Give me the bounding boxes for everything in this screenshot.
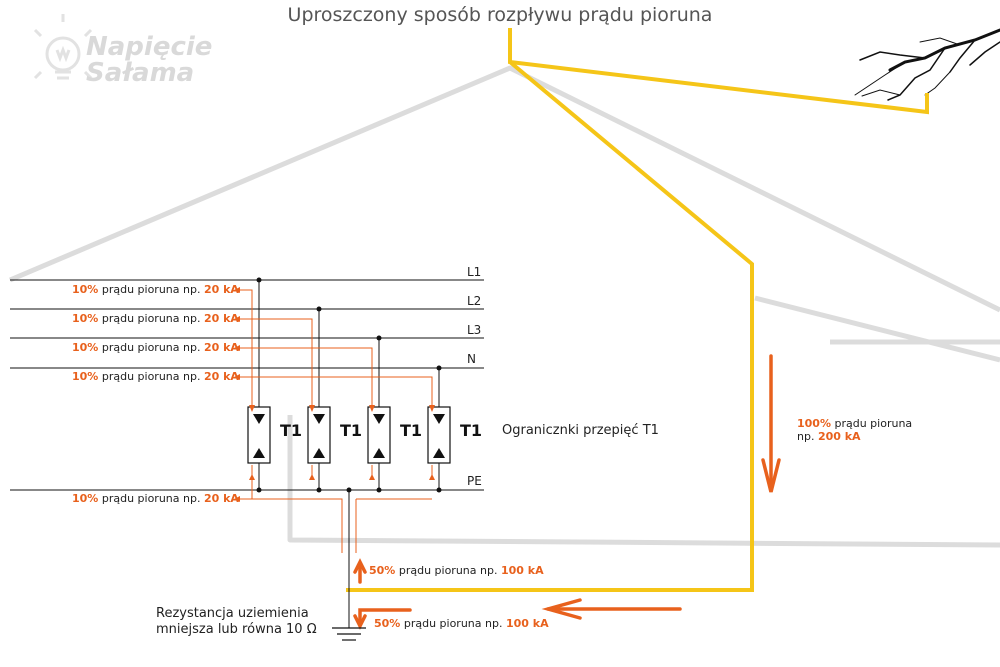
branch-text: prądu pioruna np. (98, 283, 204, 296)
branch-pct: 10% (72, 341, 99, 354)
main-current-arrows (353, 354, 781, 630)
supply-lines (10, 279, 484, 491)
line-label-l2: L2 (467, 294, 482, 308)
branch-label-l2: 10% prądu pioruna np. 20 kA (72, 312, 239, 325)
arrester-label-n: T1 (460, 421, 483, 440)
total-prefix: np. (797, 430, 818, 443)
arrester-l1 (247, 406, 271, 464)
line-label-l1: L1 (467, 265, 482, 279)
half-up-pct: 50% (369, 564, 396, 577)
logo-line1: Napięcie (86, 32, 213, 62)
half-down-text: prądu pioruna np. (400, 617, 506, 630)
arrester-label-l3: T1 (400, 421, 423, 440)
branch-pct: 10% (72, 312, 99, 325)
branch-text: prądu pioruna np. (98, 341, 204, 354)
branch-label-l1: 10% prądu pioruna np. 20 kA (72, 283, 239, 296)
branch-text: prądu pioruna np. (98, 492, 204, 505)
arrester-l3 (367, 406, 391, 464)
arrester-l2 (307, 406, 331, 464)
arrester-note: Ogranicznki przepięć T1 (502, 423, 659, 438)
half-current-down-label: 50% prądu pioruna np. 100 kA (374, 617, 549, 630)
line-label-pe: PE (467, 474, 482, 488)
logo-watermark: Napięcie Sałama (86, 34, 212, 86)
junction-dots (256, 277, 442, 493)
half-down-pct: 50% (374, 617, 401, 630)
half-down-val: 100 kA (505, 617, 549, 630)
house-outline (9, 65, 1000, 548)
arrester-drops (258, 280, 440, 628)
branch-val: 20 kA (203, 312, 239, 325)
branch-label-pe: 10% prądu pioruna np. 20 kA (72, 492, 239, 505)
lightning-bolt-icon (854, 28, 1000, 101)
diagram-title: Uproszczony sposób rozpływu prądu piorun… (287, 4, 713, 26)
arrester-label-l2: T1 (340, 421, 363, 440)
branch-val: 20 kA (203, 341, 239, 354)
total-val: 200 kA (817, 430, 861, 443)
total-text: prądu pioruna (830, 417, 913, 430)
branch-pct: 10% (72, 283, 99, 296)
branch-label-n: 10% prądu pioruna np. 20 kA (72, 370, 239, 383)
earth-ground-icon (332, 627, 366, 641)
half-up-val: 100 kA (500, 564, 544, 577)
half-current-up-label: 50% prądu pioruna np. 100 kA (369, 564, 544, 577)
branch-label-l3: 10% prądu pioruna np. 20 kA (72, 341, 239, 354)
line-label-n: N (467, 352, 476, 366)
logo-bulb-icon (33, 14, 93, 80)
branch-text: prądu pioruna np. (98, 312, 204, 325)
branch-val: 20 kA (203, 370, 239, 383)
arrester-label-l1: T1 (280, 421, 303, 440)
branch-arrowheads (234, 287, 435, 502)
logo-line2: Sałama (86, 58, 195, 88)
branch-pct: 10% (72, 370, 99, 383)
lightning-current-path (346, 28, 929, 592)
earth-note-line2: mniejsza lub równa 10 Ω (156, 622, 317, 637)
branch-val: 20 kA (203, 283, 239, 296)
branch-val: 20 kA (203, 492, 239, 505)
earth-note-line1: Rezystancja uziemienia (156, 606, 309, 621)
arrester-boxes (247, 406, 451, 464)
half-up-text: prądu pioruna np. (395, 564, 501, 577)
line-label-l3: L3 (467, 323, 482, 337)
branch-pct: 10% (72, 492, 99, 505)
arrester-n (427, 406, 451, 464)
branch-current-paths (236, 289, 433, 553)
earth-resistance-note: Rezystancja uziemienia mniejsza lub równ… (156, 606, 317, 638)
total-pct: 100% (797, 417, 831, 430)
branch-text: prądu pioruna np. (98, 370, 204, 383)
total-current-label: 100% prądu pioruna np. 200 kA (797, 417, 912, 443)
